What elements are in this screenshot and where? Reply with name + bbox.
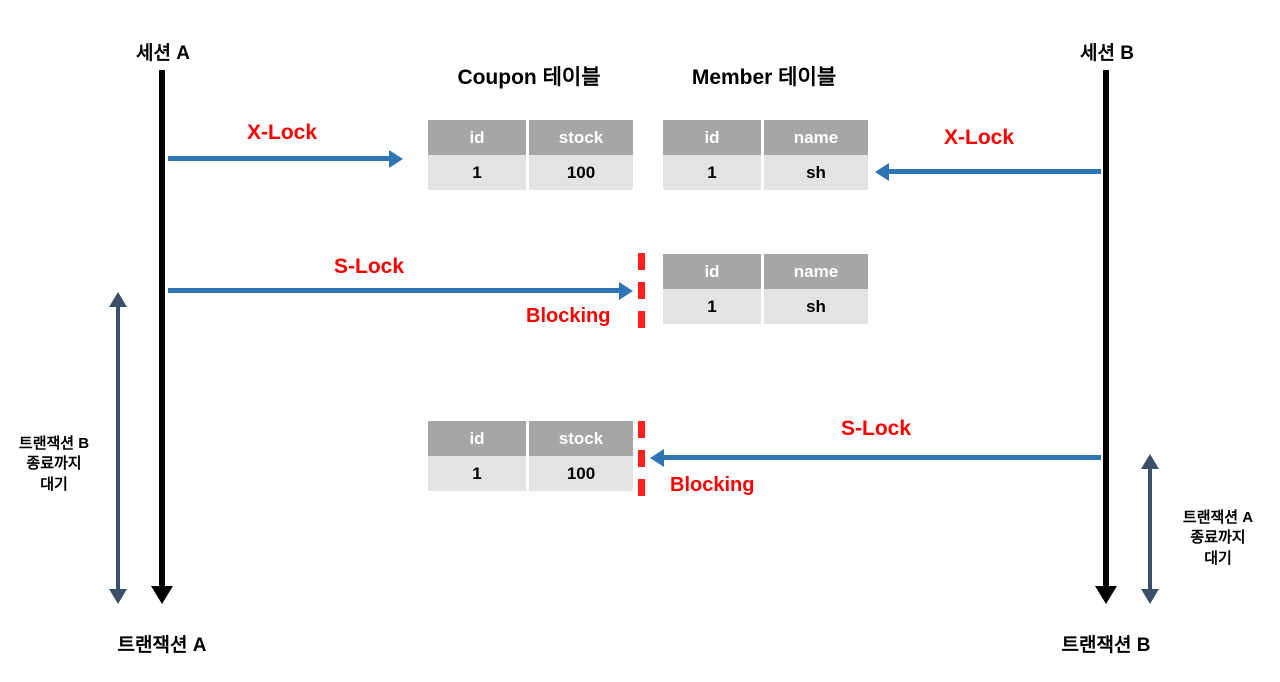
arrowhead-down-icon: [109, 589, 127, 604]
cell-id: 1: [663, 289, 764, 324]
column-header-id: id: [428, 120, 529, 155]
column-header-stock: stock: [527, 120, 633, 155]
session-a-lifeline: [151, 70, 173, 604]
step1-b-xlock-arrow: [875, 162, 1101, 181]
arrowhead-right-icon: [389, 149, 403, 168]
step2-blocking-barrier-icon: [638, 253, 645, 328]
step2-lock-label: S-Lock: [334, 255, 405, 278]
column-header-stock: stock: [527, 421, 633, 456]
member-table-row2: id name 1 sh: [663, 254, 868, 324]
arrowhead-left-icon: [875, 162, 889, 181]
table-header-row: id stock: [428, 120, 633, 155]
cell-id: 1: [663, 155, 764, 190]
transaction-b-label: 트랜잭션 B: [1061, 635, 1151, 656]
cell-id: 1: [428, 155, 529, 190]
column-header-name: name: [762, 120, 868, 155]
table-row: 1 sh: [663, 289, 868, 324]
session-a-title: 세션 A: [136, 43, 190, 64]
wait-label-left: 트랜잭션 B 종료까지 대기: [18, 435, 90, 493]
step1-a-lock-label: X-Lock: [247, 121, 318, 144]
cell-stock: 100: [527, 155, 633, 190]
column-header-id: id: [663, 254, 764, 289]
table-row: 1 100: [428, 456, 633, 491]
table-row: 1 100: [428, 155, 633, 190]
step2-slock-arrow: [168, 281, 633, 300]
wait-label-right: 트랜잭션 A 종료까지 대기: [1182, 509, 1254, 567]
table-header-row: id name: [663, 120, 868, 155]
arrowhead-up-icon: [1141, 454, 1159, 469]
coupon-table-title: Coupon 테이블: [457, 66, 601, 89]
cell-name: sh: [762, 155, 868, 190]
session-a-arrowhead: [151, 586, 173, 604]
table-row: 1 sh: [663, 155, 868, 190]
arrowhead-right-icon: [619, 281, 633, 300]
member-table-title: Member 테이블: [691, 66, 837, 89]
arrowhead-left-icon: [650, 448, 664, 467]
transaction-a-label: 트랜잭션 A: [117, 635, 207, 656]
step2-blocking-label: Blocking: [526, 305, 611, 327]
column-header-id: id: [663, 120, 764, 155]
table-header-row: id stock: [428, 421, 633, 456]
cell-name: sh: [762, 289, 868, 324]
member-table-row1: id name 1 sh: [663, 120, 868, 190]
step3-slock-arrow: [650, 448, 1101, 467]
session-b-lifeline: [1095, 70, 1117, 604]
wait-arrow-right: [1141, 454, 1159, 604]
arrowhead-down-icon: [1141, 589, 1159, 604]
session-b-arrowhead: [1095, 586, 1117, 604]
cell-stock: 100: [527, 456, 633, 491]
step1-a-xlock-arrow: [168, 149, 403, 168]
arrowhead-up-icon: [109, 292, 127, 307]
step3-lock-label: S-Lock: [841, 417, 912, 440]
step3-blocking-label: Blocking: [670, 474, 755, 496]
coupon-table-row3: id stock 1 100: [428, 421, 633, 491]
session-b-title: 세션 B: [1080, 43, 1134, 64]
column-header-name: name: [762, 254, 868, 289]
column-header-id: id: [428, 421, 529, 456]
table-header-row: id name: [663, 254, 868, 289]
coupon-table-row1: id stock 1 100: [428, 120, 633, 190]
wait-arrow-left: [109, 292, 127, 604]
cell-id: 1: [428, 456, 529, 491]
step3-blocking-barrier-icon: [638, 421, 645, 496]
step1-b-lock-label: X-Lock: [944, 126, 1015, 149]
